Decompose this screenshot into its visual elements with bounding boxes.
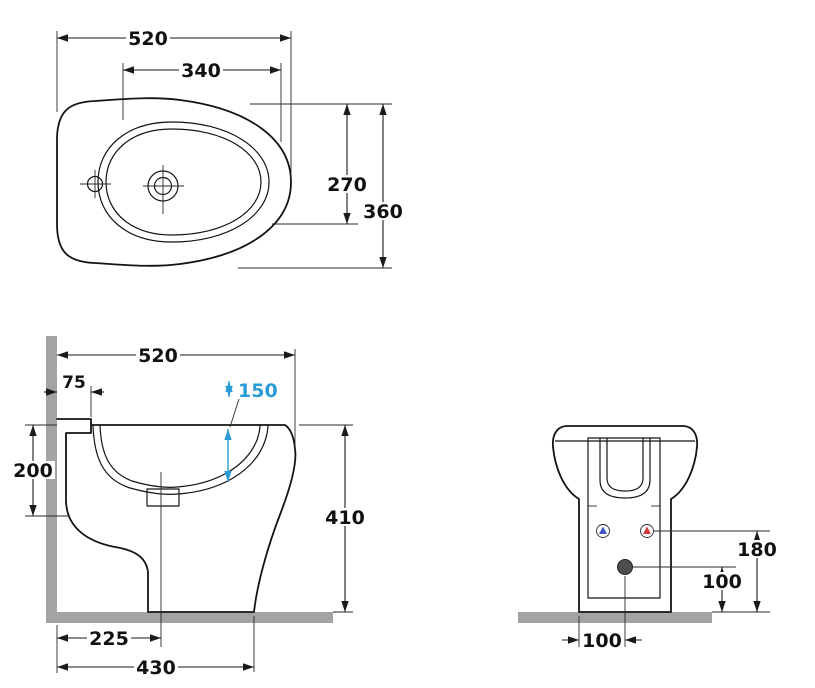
rear-view-dimensions: 180 100 100 — [562, 530, 779, 652]
side-view: 150 520 75 200 410 — [11, 336, 367, 679]
dim-label-side-bowl-depth: 150 — [238, 380, 278, 402]
dim-label-top-overall-depth: 360 — [363, 201, 403, 223]
dim-label-top-rim-depth: 270 — [327, 174, 367, 196]
dim-label-rear-drain-offset: 100 — [582, 630, 622, 652]
dim-label-side-overall-height: 410 — [325, 507, 365, 529]
side-view-dimensions: 520 75 200 410 225 430 — [11, 345, 367, 679]
bowl-plan-outline — [56, 97, 292, 267]
dim-label-top-rim-width: 340 — [181, 60, 221, 82]
top-view-dimensions: 520 340 270 360 — [56, 28, 405, 269]
rear-drain-symbol — [617, 559, 633, 575]
dim-label-rear-inlet-height: 180 — [737, 539, 777, 561]
bowl-depth-callout: 150 — [224, 380, 278, 482]
top-view: 520 340 270 360 — [56, 28, 405, 269]
dim-label-side-back-height: 200 — [13, 460, 53, 482]
rear-view: 180 100 100 — [518, 425, 779, 652]
bidet-profile-outline — [56, 418, 297, 613]
dim-label-top-overall-width: 520 — [128, 28, 168, 50]
drain-hole-symbol — [143, 165, 184, 214]
dim-label-side-back-ledge: 75 — [62, 373, 86, 393]
floor-section — [46, 612, 333, 623]
wall-section — [46, 336, 57, 623]
bidet-rear-outline — [551, 425, 699, 613]
dim-label-rear-drain-height: 100 — [702, 571, 742, 593]
dim-label-side-overall-depth: 520 — [138, 345, 178, 367]
dim-label-side-drain-from-wall: 225 — [89, 628, 129, 650]
tap-hole-symbol — [80, 170, 111, 198]
hot-water-inlet-symbol — [640, 524, 654, 538]
rear-floor-section — [518, 612, 712, 623]
cold-water-inlet-symbol — [596, 524, 610, 538]
dim-label-side-base-depth: 430 — [136, 657, 176, 679]
